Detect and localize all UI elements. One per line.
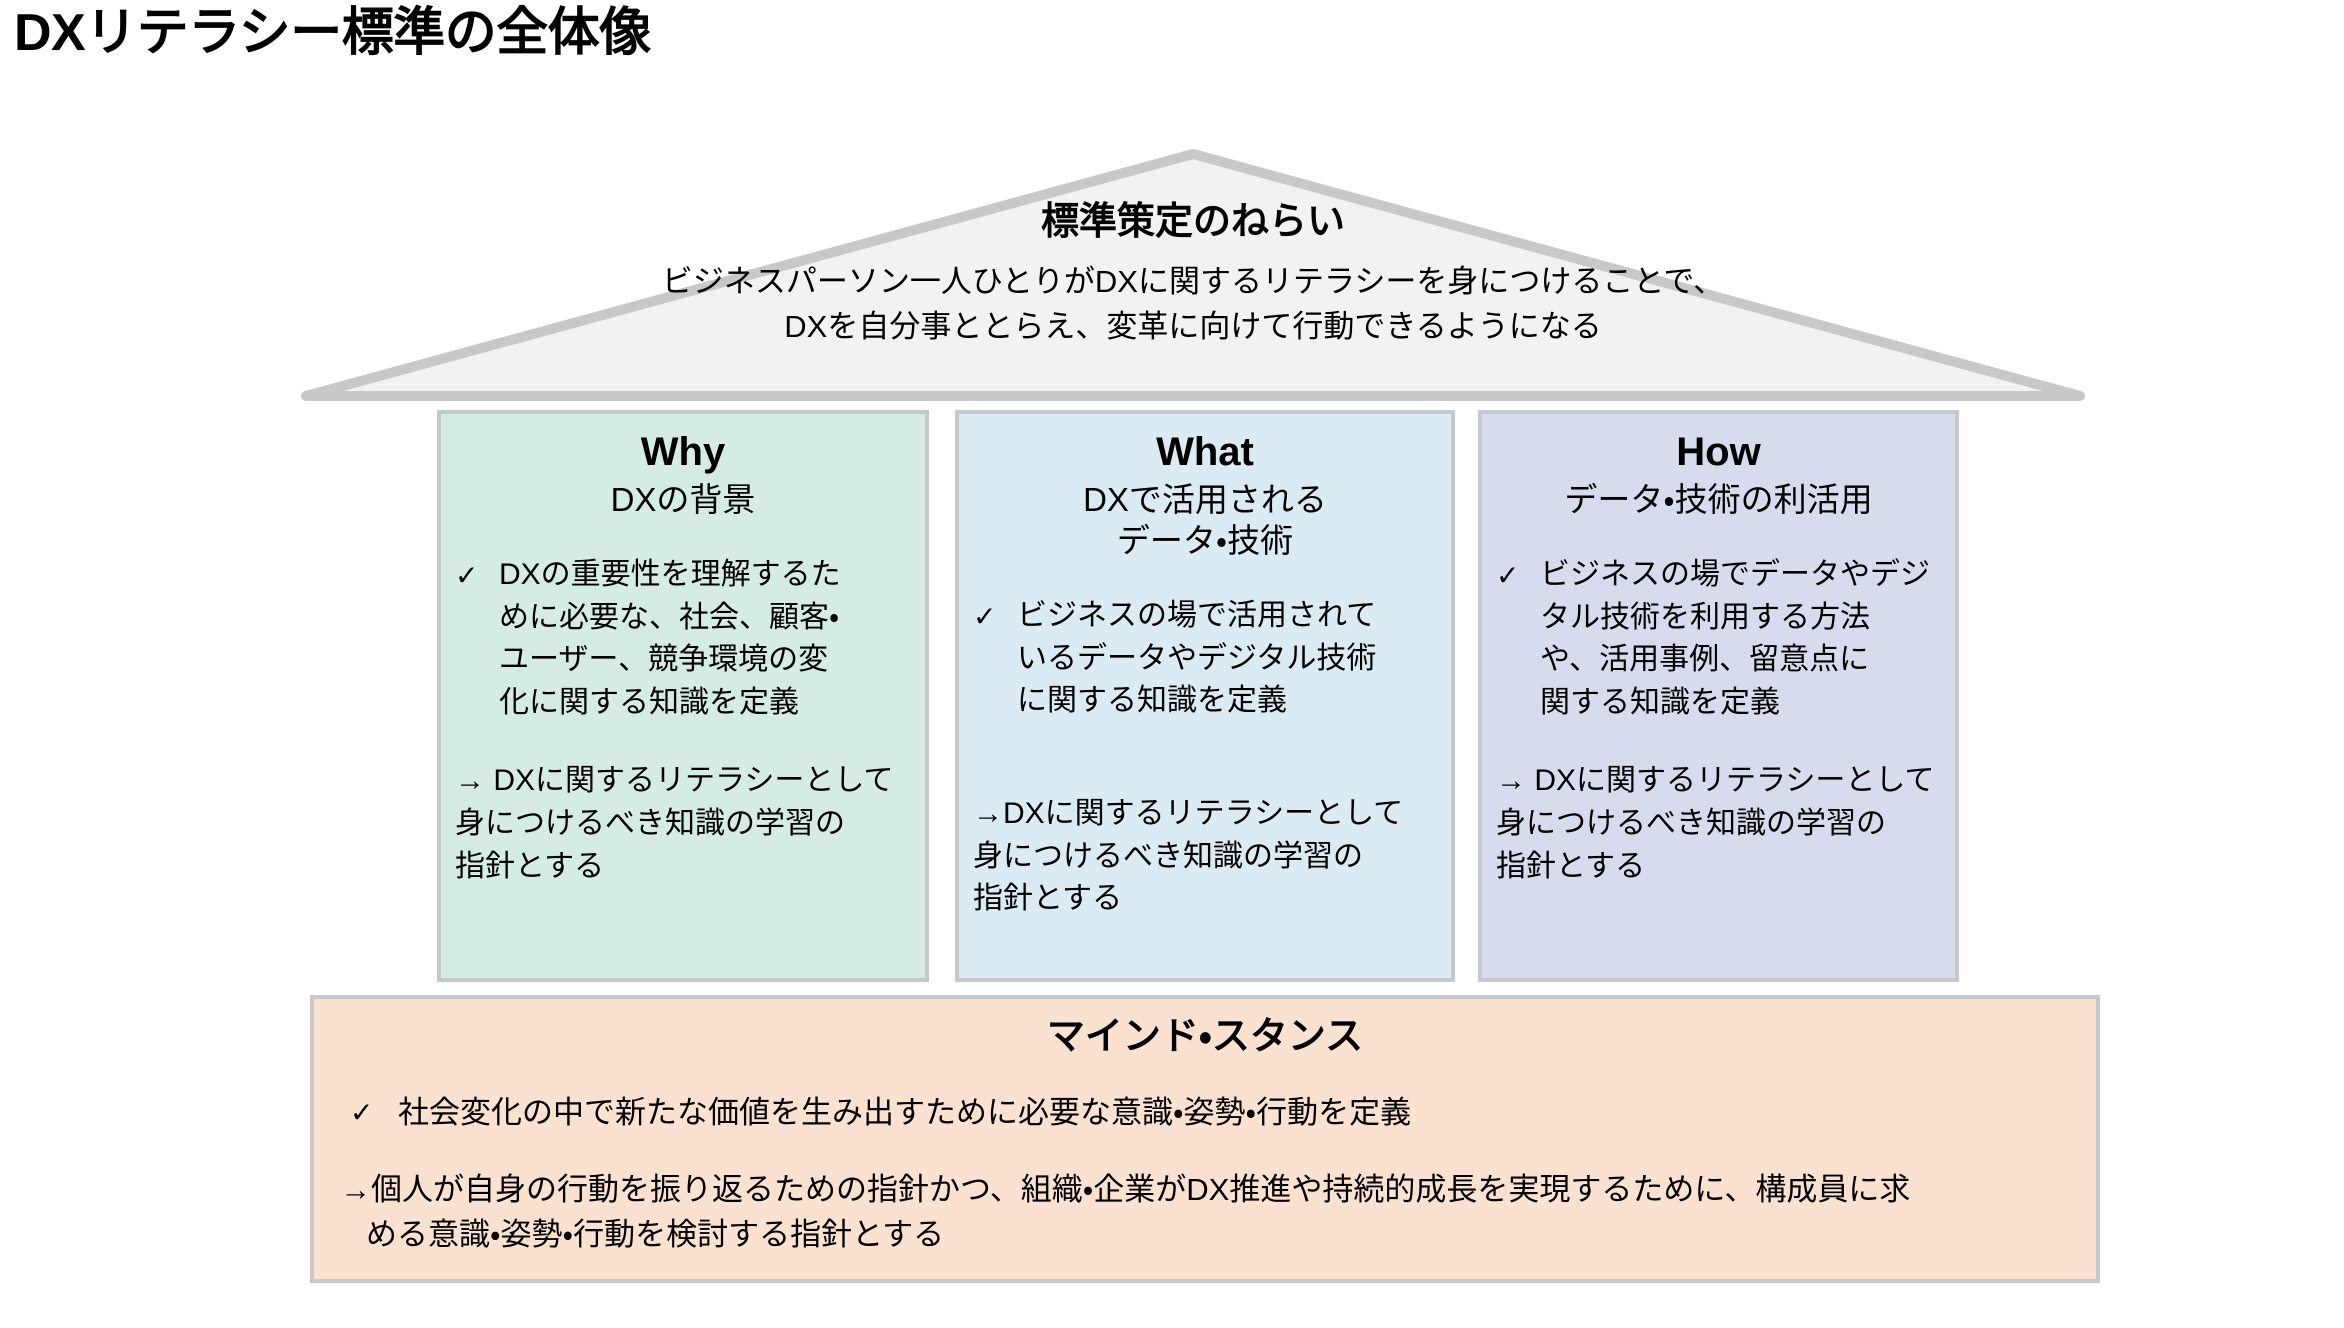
- pillar-bullet: ✓ ビジネスの場で活用されて いるデータやデジタル技術 に関する知識を定義: [973, 595, 1437, 723]
- pillar-subtitle-line: データ・技術: [1116, 522, 1294, 560]
- pillar-bullet: ✓ ビジネスの場でデータやデジ タル技術を利用する方法 や、活用事例、留意点に …: [1496, 554, 1941, 724]
- roof-shape: 標準策定のねらい ビジネスパーソン一人ひとりがDXに関するリテラシーを身につける…: [300, 148, 2086, 404]
- pillar-bullet-text: ビジネスの場でデータやデジ タル技術を利用する方法 や、活用事例、留意点に 関す…: [1540, 554, 1941, 724]
- conclusion-line: 身につけるべき知識の学習の: [455, 807, 845, 841]
- check-mark-icon: ✓: [350, 1096, 374, 1128]
- pillar-subtitle: データ・技術の利活用: [1496, 479, 1941, 520]
- bullet-line: ビジネスの場でデータやデジ: [1540, 558, 1930, 592]
- mind-stance-bullet: ✓ 社会変化の中で新たな価値を生み出すために必要な意識・姿勢・行動を定義: [340, 1091, 2070, 1134]
- pillar-title: Why: [640, 430, 726, 474]
- roof-body: ビジネスパーソン一人ひとりがDXに関するリテラシーを身につけることで、 DXを自…: [300, 260, 2086, 350]
- check-mark-icon: ✓: [1496, 560, 1520, 592]
- pillar-bullet-text: ビジネスの場で活用されて いるデータやデジタル技術 に関する知識を定義: [1017, 595, 1437, 723]
- pillar-bullet: ✓ DXの重要性を理解するた めに必要な、社会、顧客・ ユーザー、競争環境の変 …: [455, 554, 911, 724]
- pillar-subtitle: DXの背景: [455, 479, 911, 520]
- conclusion-line: → DXに関するリテラシーとして: [455, 764, 894, 798]
- mind-stance-title: マインド・スタンス: [1046, 1016, 1364, 1058]
- page-title: DXリテラシー標準の全体像: [14, 4, 651, 62]
- pillar-subtitle-line: DXの背景: [610, 480, 756, 518]
- mind-stance-bullet-text: 社会変化の中で新たな価値を生み出すために必要な意識・姿勢・行動を定義: [398, 1094, 1412, 1130]
- pillar-subtitle-line: DXで活用される: [1083, 480, 1327, 518]
- conclusion-line: 指針とする: [1496, 849, 1646, 883]
- pillar-conclusion: →DXに関するリテラシーとして 身につけるべき知識の学習の 指針とする: [973, 793, 1437, 921]
- check-mark-icon: ✓: [455, 560, 479, 592]
- pillar-conclusion: → DXに関するリテラシーとして 身につけるべき知識の学習の 指針とする: [1496, 760, 1941, 888]
- roof-body-line: ビジネスパーソン一人ひとりがDXに関するリテラシーを身につけることで、: [661, 264, 1725, 299]
- conclusion-line: 身につけるべき知識の学習の: [1496, 807, 1886, 841]
- check-mark-icon: ✓: [973, 601, 997, 633]
- pillar-why[interactable]: Why DXの背景 ✓ DXの重要性を理解するた めに必要な、社会、顧客・ ユー…: [437, 410, 929, 982]
- bullet-line: 化に関する知識を定義: [499, 685, 799, 719]
- conclusion-line: 身につけるべき知識の学習の: [973, 839, 1363, 873]
- mind-stance-panel[interactable]: マインド・スタンス ✓ 社会変化の中で新たな価値を生み出すために必要な意識・姿勢…: [310, 995, 2100, 1283]
- pillar-conclusion: → DXに関するリテラシーとして 身につけるべき知識の学習の 指針とする: [455, 760, 911, 888]
- pillar-title: What: [1156, 430, 1254, 474]
- conclusion-line: →個人が自身の行動を振り返るための指針かつ、組織・企業がDX推進や持続的成長を実…: [340, 1171, 1911, 1207]
- bullet-line: や、活用事例、留意点に: [1540, 643, 1870, 677]
- roof-body-line: DXを自分事ととらえ、変革に向けて行動できるようになる: [784, 308, 1602, 344]
- bullet-line: めに必要な、社会、顧客・: [499, 600, 840, 634]
- pillar-bullet-text: DXの重要性を理解するた めに必要な、社会、顧客・ ユーザー、競争環境の変 化に…: [499, 554, 911, 724]
- conclusion-line: →DXに関するリテラシーとして: [973, 797, 1404, 831]
- conclusion-line: 指針とする: [973, 882, 1123, 916]
- conclusion-line: → DXに関するリテラシーとして: [1496, 764, 1935, 798]
- pillar-subtitle-line: データ・技術の利活用: [1564, 480, 1873, 518]
- roof-triangle-icon: [301, 149, 2085, 401]
- roof-heading: 標準策定のねらい: [1040, 201, 1345, 243]
- bullet-line: 関する知識を定義: [1540, 685, 1780, 719]
- conclusion-line: める意識・姿勢・行動を検討する指針とする: [366, 1216, 945, 1252]
- bullet-line: いるデータやデジタル技術: [1017, 641, 1377, 675]
- mind-stance-conclusion: →個人が自身の行動を振り返るための指針かつ、組織・企業がDX推進や持続的成長を実…: [340, 1168, 2070, 1258]
- bullet-line: ユーザー、競争環境の変: [499, 643, 829, 677]
- pillar-how[interactable]: How データ・技術の利活用 ✓ ビジネスの場でデータやデジ タル技術を利用する…: [1478, 410, 1959, 982]
- bullet-line: に関する知識を定義: [1017, 684, 1287, 718]
- roof-text-block: 標準策定のねらい ビジネスパーソン一人ひとりがDXに関するリテラシーを身につける…: [300, 148, 2086, 404]
- bullet-line: DXの重要性を理解するた: [499, 558, 841, 592]
- pillar-title: How: [1676, 430, 1761, 474]
- conclusion-line: 指針とする: [455, 849, 605, 883]
- bullet-line: タル技術を利用する方法: [1540, 600, 1870, 634]
- pillar-what[interactable]: What DXで活用される データ・技術 ✓ ビジネスの場で活用されて いるデー…: [955, 410, 1455, 982]
- bullet-line: ビジネスの場で活用されて: [1017, 599, 1377, 633]
- pillar-subtitle: DXで活用される データ・技術: [973, 479, 1437, 562]
